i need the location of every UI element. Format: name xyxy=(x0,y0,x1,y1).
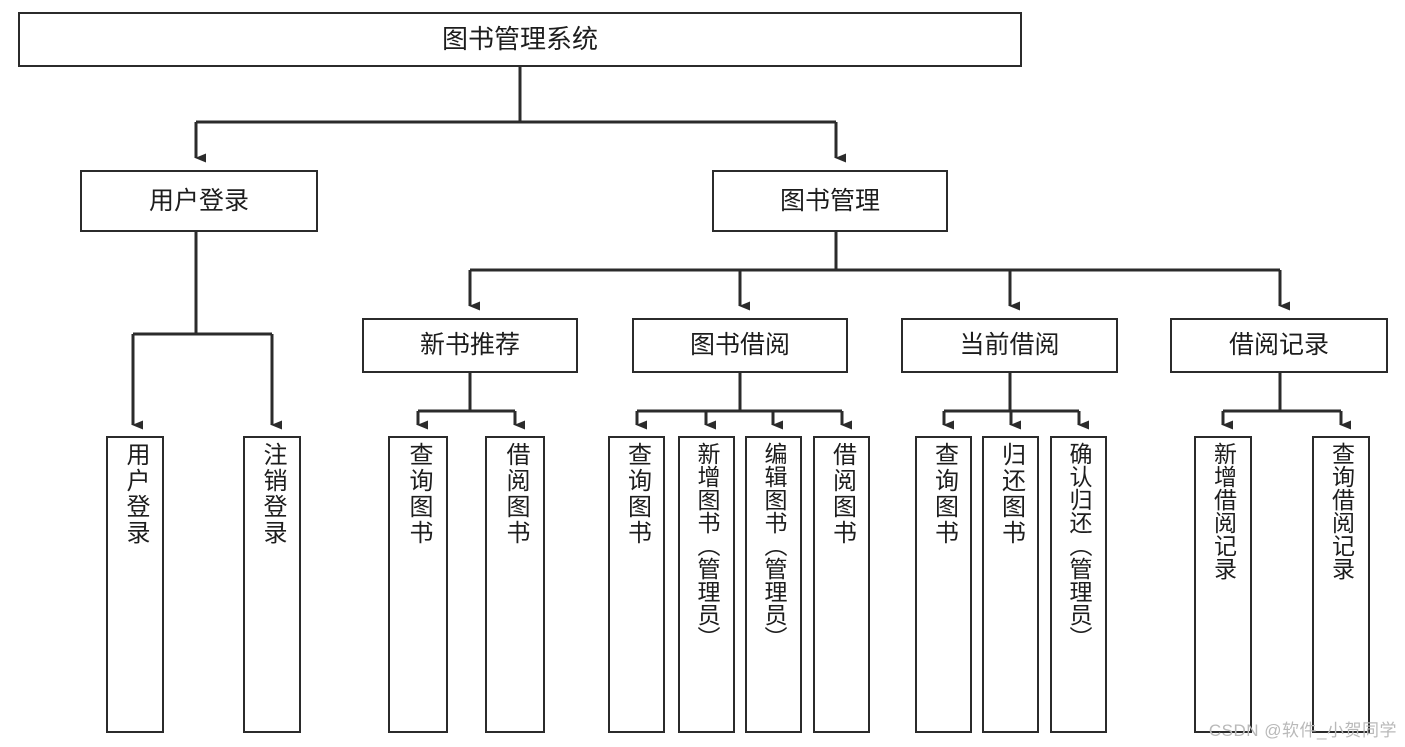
leaf-new-book-rec-borrow-books[interactable]: 借阅图书 xyxy=(485,436,545,733)
node-label: 注销登录 xyxy=(259,442,286,546)
leaf-book-borrow-borrow-books[interactable]: 借阅图书 xyxy=(813,436,870,733)
node-book-management[interactable]: 图书管理 xyxy=(712,170,948,232)
leaf-user-login-login[interactable]: 用户登录 xyxy=(106,436,164,733)
leaf-borrow-record-add-record[interactable]: 新增借阅记录 xyxy=(1194,436,1252,733)
node-label: 新增借阅记录 xyxy=(1210,442,1237,580)
leaf-book-borrow-query-books[interactable]: 查询图书 xyxy=(608,436,665,733)
node-root-book-management-system[interactable]: 图书管理系统 xyxy=(18,12,1022,67)
leaf-borrow-record-query-record[interactable]: 查询借阅记录 xyxy=(1312,436,1370,733)
node-label: 编辑图书（管理员） xyxy=(761,442,787,649)
leaf-current-borrow-query-books[interactable]: 查询图书 xyxy=(915,436,972,733)
node-label: 查询图书 xyxy=(930,442,958,546)
node-current-borrowing[interactable]: 当前借阅 xyxy=(901,318,1118,373)
node-user-login[interactable]: 用户登录 xyxy=(80,170,318,232)
node-label: 用户登录 xyxy=(148,186,249,215)
node-label: 查询图书 xyxy=(405,442,432,546)
node-label: 归还图书 xyxy=(997,442,1025,546)
node-label: 查询图书 xyxy=(623,442,651,546)
node-label: 图书管理 xyxy=(779,186,880,215)
node-label: 借阅图书 xyxy=(502,442,529,546)
node-label: 查询借阅记录 xyxy=(1328,442,1355,580)
node-borrowing-record[interactable]: 借阅记录 xyxy=(1170,318,1388,373)
leaf-current-borrow-return-books[interactable]: 归还图书 xyxy=(982,436,1039,733)
node-new-book-recommendation[interactable]: 新书推荐 xyxy=(362,318,578,373)
leaf-current-borrow-confirm-return-admin[interactable]: 确认归还（管理员） xyxy=(1050,436,1107,733)
node-label: 借阅记录 xyxy=(1228,331,1329,360)
node-label: 当前借阅 xyxy=(959,331,1060,360)
leaf-book-borrow-add-book-admin[interactable]: 新增图书（管理员） xyxy=(678,436,735,733)
node-label: 用户登录 xyxy=(122,442,149,546)
node-book-borrowing[interactable]: 图书借阅 xyxy=(632,318,848,373)
node-label: 图书管理系统 xyxy=(441,23,598,54)
node-label: 图书借阅 xyxy=(689,331,790,360)
node-label: 新书推荐 xyxy=(419,331,520,360)
node-label: 确认归还（管理员） xyxy=(1066,442,1092,649)
node-label: 借阅图书 xyxy=(828,442,856,546)
leaf-book-borrow-edit-book-admin[interactable]: 编辑图书（管理员） xyxy=(745,436,802,733)
leaf-new-book-rec-query-books[interactable]: 查询图书 xyxy=(388,436,448,733)
node-label: 新增图书（管理员） xyxy=(694,442,720,649)
leaf-user-login-logout[interactable]: 注销登录 xyxy=(243,436,301,733)
